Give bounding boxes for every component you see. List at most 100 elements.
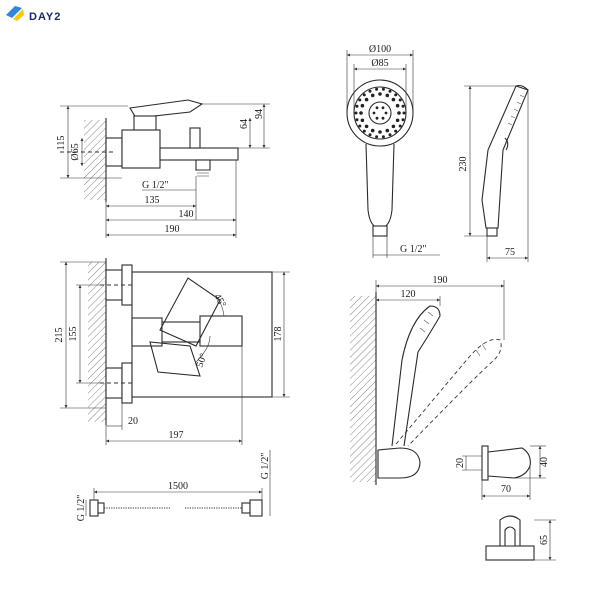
nozzle-dot bbox=[402, 111, 406, 115]
nozzle-dot bbox=[375, 87, 379, 91]
cartridge-cap bbox=[133, 115, 157, 131]
nozzle-dot bbox=[398, 124, 402, 128]
dim-120: 120 bbox=[401, 289, 416, 300]
wall-hatch-top bbox=[88, 262, 106, 422]
head-handle bbox=[365, 143, 395, 229]
nozzle-dot bbox=[358, 98, 362, 102]
nozzle-dot bbox=[358, 124, 362, 128]
handset-swivel-outline bbox=[395, 338, 502, 447]
mixer-side-view: 115 Ø65 64 94 G 1/2" 135 140 190 bbox=[56, 99, 270, 238]
dim-135: 135 bbox=[145, 195, 160, 206]
nozzle-dot bbox=[395, 103, 400, 108]
nozzle-dot bbox=[401, 104, 405, 108]
holder-side-view: 20 40 70 bbox=[455, 445, 550, 500]
nozzle-dot bbox=[381, 135, 385, 139]
handset-mounted bbox=[391, 305, 441, 447]
nozzle-dot bbox=[370, 128, 375, 133]
mixer-top-view: 45° 50° 215 155 178 20 197 bbox=[54, 258, 290, 445]
angle-50: 50° bbox=[194, 352, 209, 369]
head-side-connector bbox=[486, 227, 498, 237]
nozzle-dot bbox=[397, 111, 401, 115]
brand-name: DAY2 bbox=[29, 11, 61, 23]
dim-64: 64 bbox=[239, 119, 250, 129]
dim-155: 155 bbox=[68, 327, 79, 342]
dim-g-spout: G 1/2" bbox=[142, 180, 169, 191]
holder-plate bbox=[481, 445, 489, 481]
spout bbox=[159, 147, 239, 161]
nozzle-dot bbox=[368, 89, 372, 93]
dim-o85: Ø85 bbox=[371, 58, 388, 69]
head-connector bbox=[372, 225, 388, 237]
nozzle-dot bbox=[385, 128, 390, 133]
nozzle-dot bbox=[375, 106, 379, 110]
shower-outlet bbox=[195, 159, 211, 171]
dim-1500: 1500 bbox=[168, 481, 188, 492]
nozzle-dot bbox=[395, 118, 400, 123]
nozzle-dot bbox=[378, 130, 382, 134]
nozzle-dot bbox=[375, 135, 379, 139]
logo-mark-accent-icon bbox=[13, 9, 24, 21]
nozzle-dot bbox=[372, 111, 376, 115]
nozzle-dot bbox=[364, 97, 369, 102]
nozzle-dot bbox=[378, 92, 382, 96]
nozzle-dot bbox=[381, 106, 385, 110]
nozzle-dot bbox=[375, 116, 379, 120]
dim-g-head: G 1/2" bbox=[400, 244, 427, 255]
mixer-body bbox=[121, 129, 161, 169]
nozzle-dot bbox=[362, 129, 366, 133]
dim-190-holder: 190 bbox=[433, 275, 448, 286]
dim-197: 197 bbox=[169, 430, 184, 441]
hose-view: 1500 G 1/2" G 1/2" bbox=[76, 450, 271, 521]
nozzle-dot bbox=[381, 116, 385, 120]
nozzle-dot bbox=[381, 87, 385, 91]
dim-75: 75 bbox=[505, 247, 515, 258]
nozzle-dot bbox=[360, 118, 365, 123]
holder-front-base bbox=[485, 545, 535, 561]
nozzle-dot bbox=[394, 129, 398, 133]
nozzle-dot bbox=[388, 89, 392, 93]
dim-20-top: 20 bbox=[128, 416, 138, 427]
hose-nut-right bbox=[249, 499, 263, 517]
nozzle-dot bbox=[364, 124, 369, 129]
hose-nut-left bbox=[89, 499, 99, 517]
dim-230: 230 bbox=[458, 157, 469, 172]
dim-65-holder: 65 bbox=[539, 535, 550, 545]
nozzle-dot bbox=[360, 103, 365, 108]
lever-rotated-50 bbox=[149, 341, 201, 377]
nozzle-dot bbox=[355, 104, 359, 108]
head-side-body bbox=[481, 85, 529, 229]
logo-mark-icon bbox=[6, 6, 22, 18]
nozzle-dot bbox=[394, 93, 398, 97]
dim-178: 178 bbox=[273, 327, 284, 342]
dim-215: 215 bbox=[54, 328, 65, 343]
nozzle-dot bbox=[391, 124, 396, 129]
nozzle-dot bbox=[370, 93, 375, 98]
nozzle-dot bbox=[355, 118, 359, 122]
nozzle-dot bbox=[398, 98, 402, 102]
nozzle-dot bbox=[362, 93, 366, 97]
dim-g-hose-left: G 1/2" bbox=[76, 495, 87, 522]
nozzle-dot bbox=[401, 118, 405, 122]
wall-hatch-holder bbox=[350, 296, 376, 482]
dim-20-holder: 20 bbox=[455, 458, 466, 468]
lever-rotated-45 bbox=[159, 277, 221, 347]
dim-94: 94 bbox=[254, 109, 265, 119]
nozzle-dot bbox=[385, 93, 390, 98]
dim-o65: Ø65 bbox=[70, 143, 81, 160]
lever-handle bbox=[129, 99, 204, 119]
nozzle-dot bbox=[388, 133, 392, 137]
shower-head-side-view: 230 75 bbox=[458, 84, 529, 262]
dim-115: 115 bbox=[56, 136, 67, 151]
dim-g-hose-right: G 1/2" bbox=[260, 453, 271, 480]
holder-side-body bbox=[487, 447, 531, 479]
dim-70: 70 bbox=[501, 484, 511, 495]
nozzle-dot bbox=[391, 97, 396, 102]
nozzle-dot bbox=[359, 111, 363, 115]
dim-40: 40 bbox=[539, 457, 550, 467]
dim-190-mixer: 190 bbox=[165, 224, 180, 235]
nozzle-dot bbox=[354, 111, 358, 115]
holder-front-cradle bbox=[499, 515, 521, 547]
holder-front-view: 65 bbox=[485, 515, 556, 561]
